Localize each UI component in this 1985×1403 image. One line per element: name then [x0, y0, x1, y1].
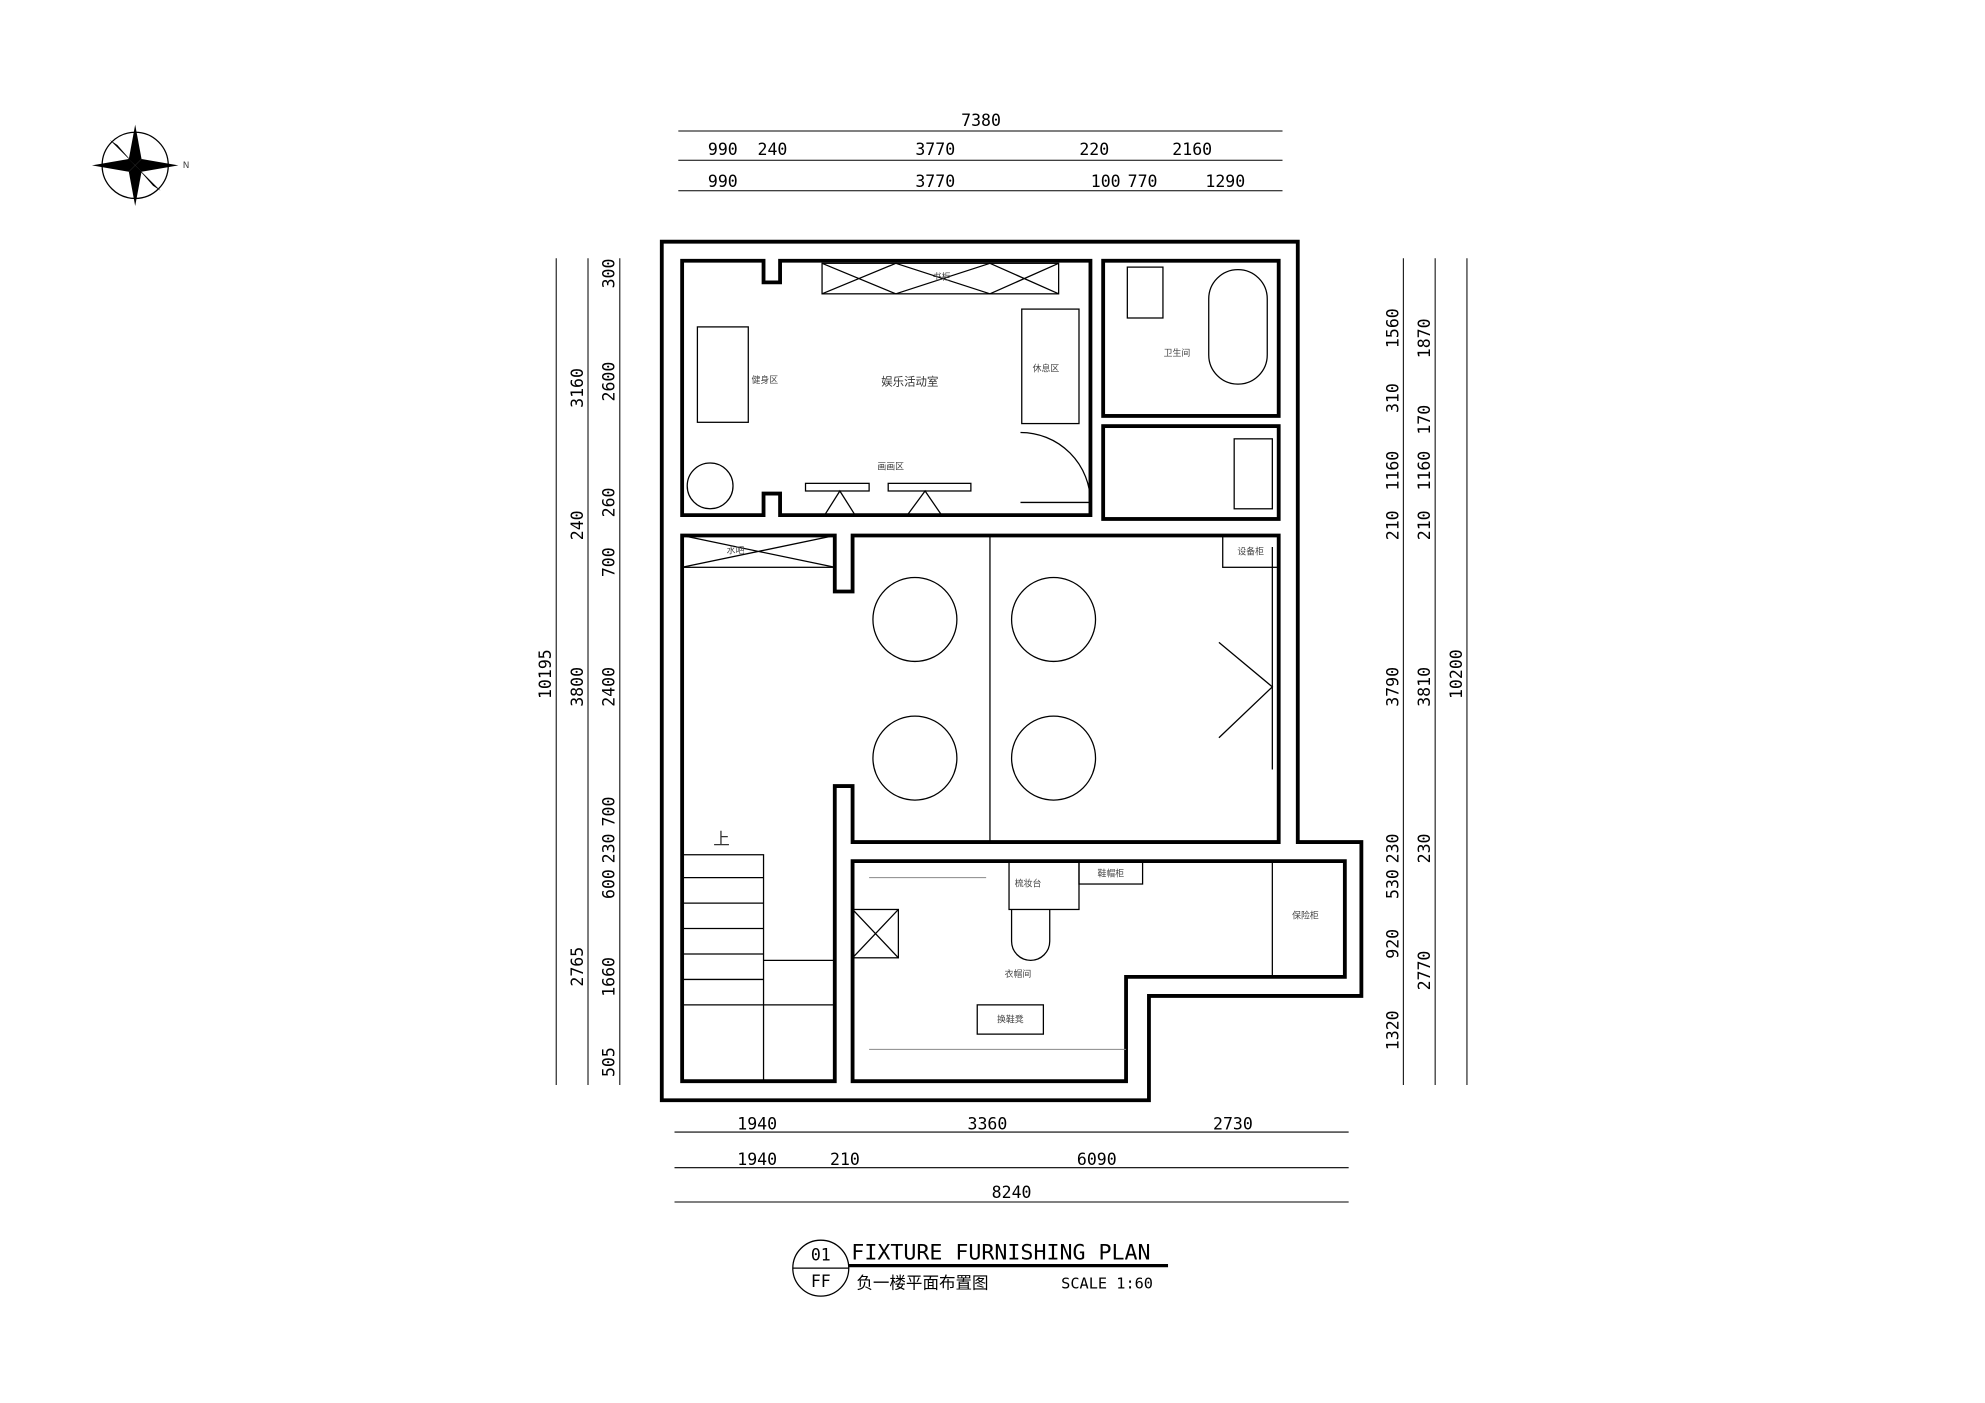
dim-label: 2600 [600, 362, 619, 402]
dim-label: 600 [600, 869, 619, 899]
dim-label: 3360 [968, 1115, 1008, 1134]
dim-label: 1940 [737, 1150, 777, 1169]
dim-label: 1160 [1383, 451, 1402, 491]
dim-label: 700 [600, 797, 619, 827]
room-label-cloakroom: 衣帽间 [1005, 968, 1032, 980]
dim-label: 310 [1383, 383, 1402, 413]
dimension-labels: 7380 990 240 3770 220 2160 990 3770 100 … [536, 111, 1466, 1202]
label-bookcase: 书柜 [933, 271, 951, 283]
dim-label: 3770 [915, 140, 955, 159]
drawing-scale: SCALE 1:60 [1061, 1275, 1153, 1293]
dim-label: 2400 [600, 667, 619, 707]
title-block: 01 FF FIXTURE FURNISHING PLAN 负一楼平面布置图 S… [792, 1239, 1169, 1297]
dim-label: 3790 [1383, 667, 1402, 707]
compass-icon: N [91, 124, 190, 207]
dim-label: 230 [1415, 833, 1434, 863]
label-shoe-bench: 换鞋凳 [997, 1014, 1024, 1026]
label-painting: 画画区 [877, 461, 904, 472]
dim-label: 700 [600, 547, 619, 577]
dim-label: 7380 [961, 111, 1001, 130]
dim-label: 1160 [1415, 451, 1434, 491]
compass-label: N [183, 161, 190, 171]
room-label-entertainment: 娱乐活动室 [881, 374, 938, 388]
furniture [681, 262, 1280, 1082]
dim-label: 1870 [1415, 318, 1434, 358]
dim-label: 1320 [1383, 1010, 1402, 1050]
label-lounge: 休息区 [1033, 362, 1060, 374]
dim-label: 240 [758, 140, 788, 159]
label-stairs-up: 上 [713, 830, 730, 849]
dim-label: 240 [568, 510, 587, 540]
dim-label: 3160 [568, 368, 587, 408]
drawing-code: FF [811, 1272, 831, 1291]
walls [659, 239, 1364, 1103]
room-labels: 娱乐活动室 健身区 书柜 休息区 画画区 卫生间 设备柜 水吧 梳妆台 鞋帽柜 … [713, 271, 1319, 1026]
dim-label: 300 [600, 259, 619, 289]
dim-label: 2770 [1415, 951, 1434, 991]
dim-label: 1660 [600, 957, 619, 997]
dim-label: 990 [708, 140, 738, 159]
dim-label: 210 [1383, 510, 1402, 540]
dim-label: 2160 [1172, 140, 1212, 159]
dim-label: 210 [1415, 510, 1434, 540]
dim-label: 3800 [568, 667, 587, 707]
dim-label: 920 [1383, 929, 1402, 959]
dim-label: 6090 [1077, 1150, 1117, 1169]
dim-label: 8240 [992, 1183, 1032, 1202]
dim-label: 530 [1383, 869, 1402, 899]
dim-label: 10195 [536, 649, 555, 699]
dim-label: 1940 [737, 1115, 777, 1134]
drawing-number: 01 [811, 1246, 831, 1265]
label-dresser: 梳妆台 [1015, 878, 1042, 890]
label-water-bar: 水吧 [727, 544, 745, 556]
dim-label: 220 [1079, 140, 1109, 159]
dim-label: 230 [1383, 833, 1402, 863]
drawing-title: FIXTURE FURNISHING PLAN [851, 1240, 1150, 1265]
dim-label: 230 [600, 833, 619, 863]
dim-label: 505 [600, 1047, 619, 1077]
dim-label: 10200 [1447, 649, 1466, 699]
dim-label: 3770 [915, 172, 955, 191]
label-safe: 保险柜 [1292, 909, 1319, 921]
dim-label: 990 [708, 172, 738, 191]
dim-label: 1290 [1205, 172, 1245, 191]
dim-label: 2730 [1213, 1115, 1253, 1134]
dim-label: 3810 [1415, 667, 1434, 707]
dim-label: 1560 [1383, 308, 1402, 348]
dim-label: 770 [1128, 172, 1158, 191]
dim-label: 100 [1091, 172, 1121, 191]
dim-label: 260 [600, 488, 619, 518]
dim-label: 170 [1415, 405, 1434, 435]
label-equipment: 设备柜 [1237, 546, 1264, 558]
room-label-bathroom: 卫生间 [1164, 347, 1191, 359]
label-shoe-cabinet: 鞋帽柜 [1097, 867, 1124, 879]
drawing-title-cn: 负一楼平面布置图 [856, 1274, 988, 1293]
dim-label: 2765 [568, 947, 587, 987]
dimension-lines [555, 130, 1468, 1203]
room-label-fitness: 健身区 [751, 374, 778, 386]
dim-label: 210 [830, 1150, 860, 1169]
